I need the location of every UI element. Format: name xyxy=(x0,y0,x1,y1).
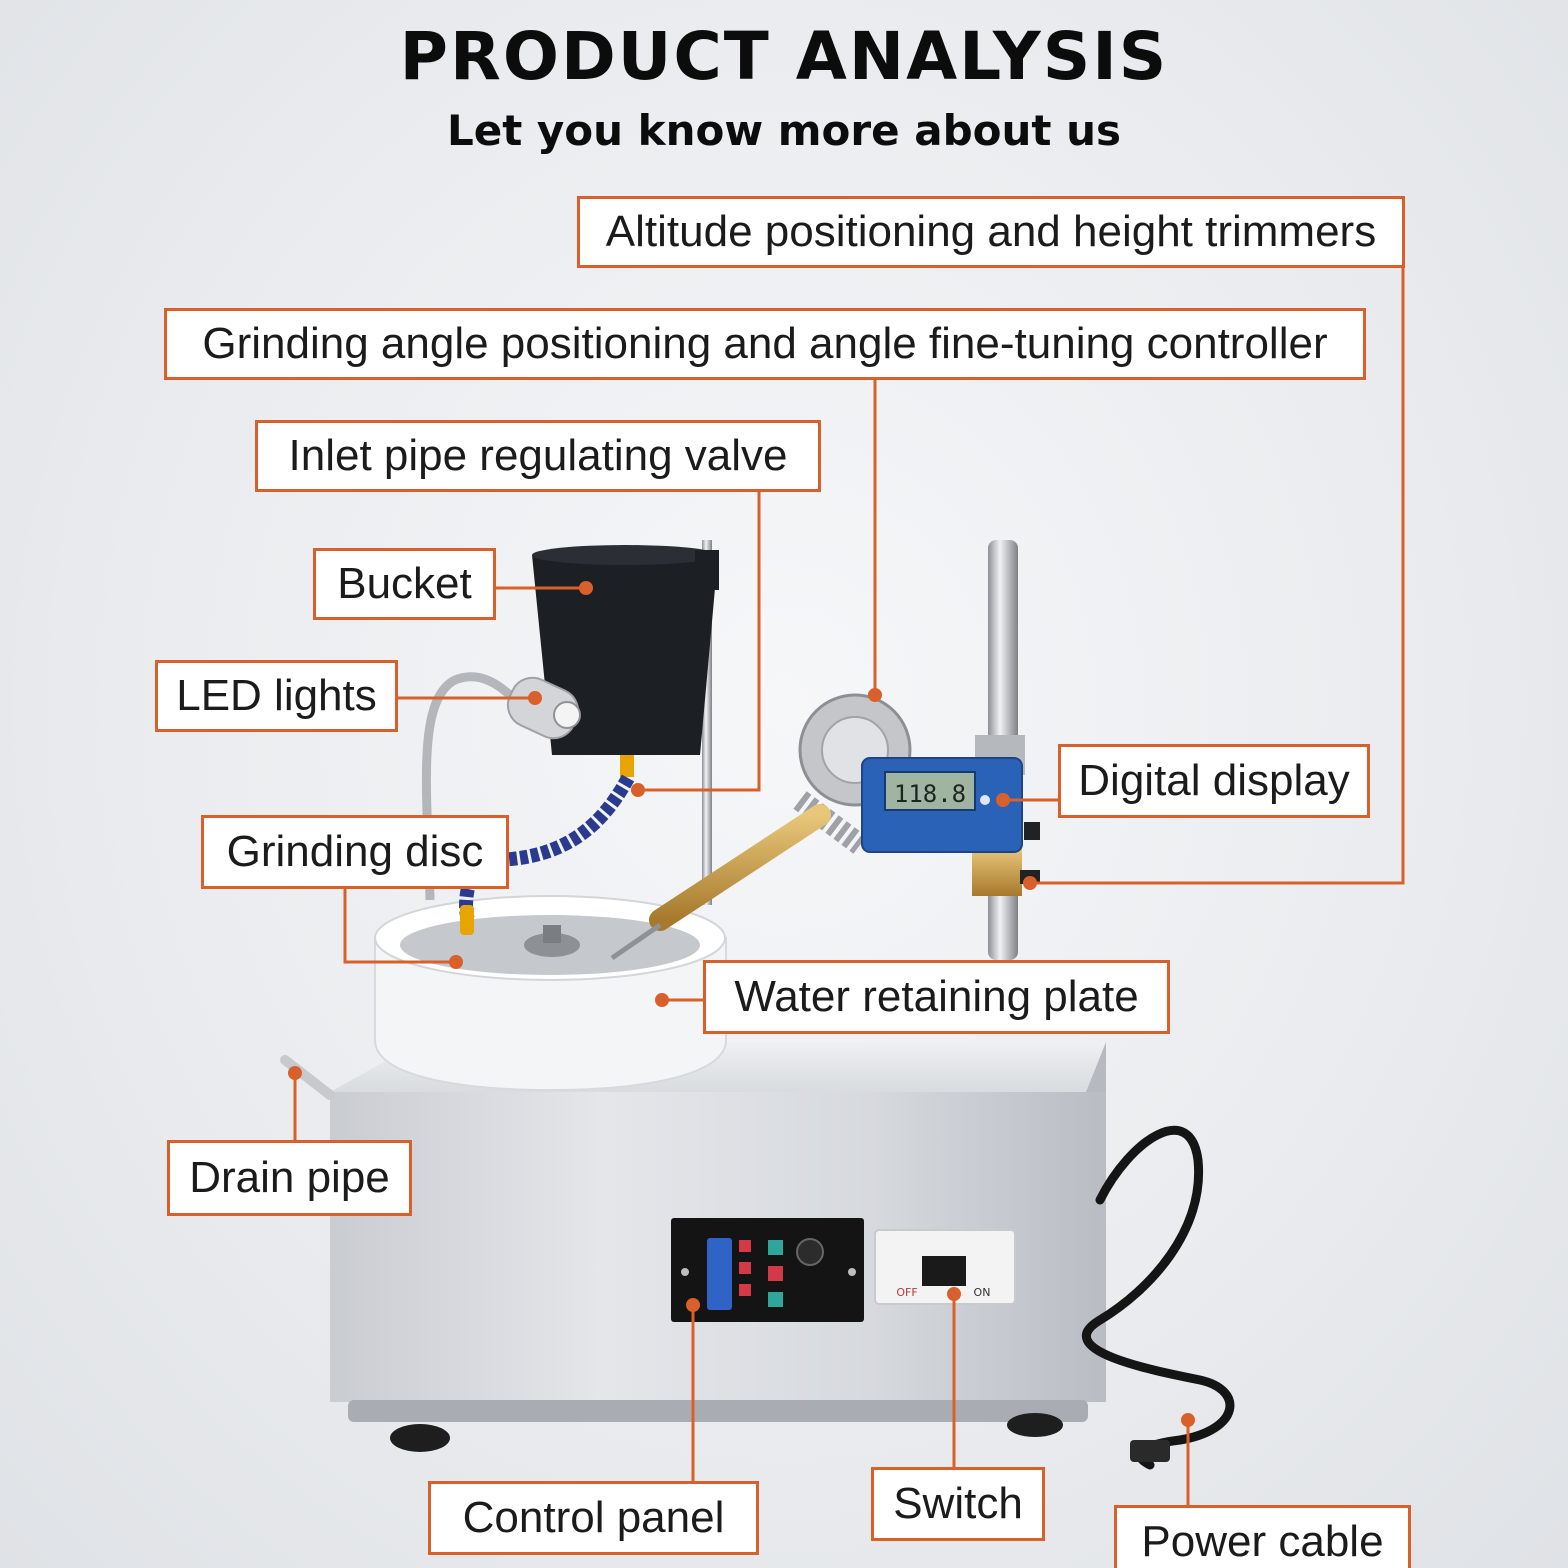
control-panel xyxy=(671,1218,864,1322)
control-indicator xyxy=(707,1238,732,1310)
label-disc: Grinding disc xyxy=(201,815,509,889)
leader-lines xyxy=(293,268,1405,1505)
coolant-hose xyxy=(459,774,635,923)
label-drain: Drain pipe xyxy=(167,1140,412,1216)
control-button[interactable] xyxy=(739,1284,751,1296)
leader-dot xyxy=(1181,1413,1195,1427)
handpiece xyxy=(610,804,831,961)
leader-dot xyxy=(528,691,542,705)
label-control: Control panel xyxy=(428,1481,759,1555)
angle-controller xyxy=(793,693,912,854)
leader-altitude xyxy=(1030,268,1405,885)
inlet-valve xyxy=(620,755,634,777)
label-plate: Water retaining plate xyxy=(703,960,1170,1034)
leader-valve xyxy=(638,492,761,792)
leader-dot xyxy=(686,1298,700,1312)
display-knob xyxy=(1024,822,1040,840)
display-reading: 118.8 xyxy=(894,780,966,808)
label-power: Power cable xyxy=(1114,1505,1411,1568)
switch-off-text: OFF xyxy=(896,1286,917,1299)
leader-dots xyxy=(288,581,1195,1427)
control-button[interactable] xyxy=(739,1240,751,1252)
leader-dot xyxy=(449,955,463,969)
leader-dot xyxy=(868,688,882,702)
leader-dot xyxy=(631,783,645,797)
disc-bolt xyxy=(543,925,561,943)
rocker-switch[interactable] xyxy=(922,1256,966,1286)
leader-dot xyxy=(655,993,669,1007)
control-button[interactable] xyxy=(768,1266,783,1281)
water-retaining-plate xyxy=(374,895,727,1092)
leader-dot xyxy=(1023,876,1037,890)
foot xyxy=(390,1424,450,1452)
power-plug xyxy=(1130,1440,1170,1462)
height-trimmer xyxy=(972,848,1022,896)
control-button[interactable] xyxy=(739,1262,751,1274)
label-valve: Inlet pipe regulating valve xyxy=(255,420,821,492)
leader-dot xyxy=(996,793,1010,807)
control-button[interactable] xyxy=(768,1240,783,1255)
led-light xyxy=(506,676,581,740)
label-led: LED lights xyxy=(155,660,398,732)
leader-dot xyxy=(288,1066,302,1080)
foot xyxy=(1007,1413,1063,1437)
bucket-stand-rod xyxy=(702,540,712,905)
label-switch: Switch xyxy=(871,1467,1045,1541)
power-cable xyxy=(1081,1125,1235,1470)
switch-plate: OFF ON xyxy=(874,1229,1016,1305)
label-bucket: Bucket xyxy=(313,548,496,620)
page-title: PRODUCT ANALYSIS xyxy=(399,18,1169,95)
label-angle: Grinding angle positioning and angle fin… xyxy=(164,308,1366,380)
page-subtitle: Let you know more about us xyxy=(446,106,1121,155)
speed-knob[interactable] xyxy=(796,1238,824,1266)
drain-pipe xyxy=(280,1055,335,1100)
leader-disc xyxy=(343,888,456,964)
leader-dot xyxy=(947,1287,961,1301)
leader-dot xyxy=(579,581,593,595)
hose-nozzle xyxy=(460,905,474,935)
switch-on-text: ON xyxy=(974,1286,991,1299)
label-altitude: Altitude positioning and height trimmers xyxy=(577,196,1405,268)
bucket xyxy=(532,545,719,777)
digital-display-unit: 118.8 xyxy=(861,757,1023,853)
control-button[interactable] xyxy=(768,1292,783,1307)
label-display: Digital display xyxy=(1058,744,1370,818)
disc-nut xyxy=(524,933,580,957)
